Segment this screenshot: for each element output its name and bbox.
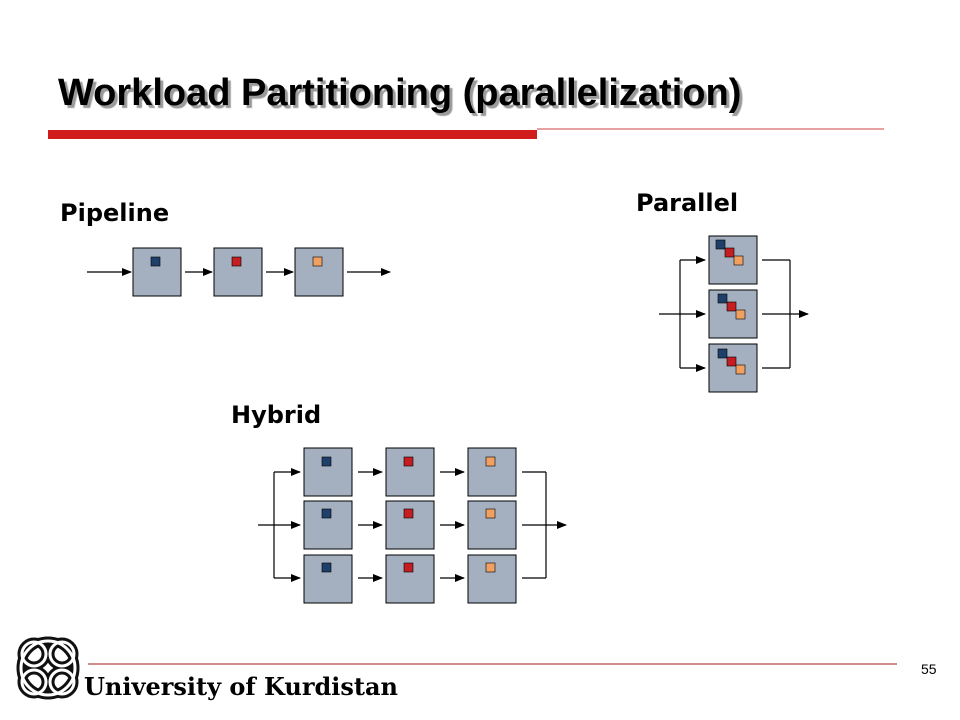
parallel-label: Parallel [636,189,739,217]
parallel-worker-3 [708,343,758,393]
task-red [231,256,242,267]
hybrid-stage-r1-c2 [385,447,435,497]
task-blue [715,239,726,250]
parallel-diagram [659,235,809,393]
task-orange [733,255,744,266]
task-blue [717,293,728,304]
hybrid-stage-r2-c1 [303,500,353,550]
task-red [403,456,414,467]
pipeline-label: Pipeline [60,199,170,227]
parallel-worker-2 [708,289,758,339]
task-orange [485,456,496,467]
task-orange [312,256,323,267]
pipeline-stage-1 [132,247,182,297]
hybrid-stage-r3-c2 [385,554,435,604]
slide-title: Workload Partitioning (parallelization) [58,72,742,114]
task-orange [735,309,746,320]
hybrid-stage-r1-c3 [467,447,517,497]
task-red [726,356,737,367]
hybrid-stage-r3-c3 [467,554,517,604]
hybrid-label: Hybrid [231,401,322,429]
hybrid-diagram [258,447,567,604]
task-orange [485,508,496,519]
pipeline-diagram [87,247,391,297]
task-red [403,562,414,573]
task-red [724,247,735,258]
hybrid-stage-r3-c1 [303,554,353,604]
task-red [726,301,737,312]
task-blue [321,562,332,573]
hybrid-stage-r2-c3 [467,500,517,550]
pipeline-stage-2 [213,247,263,297]
task-blue [717,348,728,359]
task-red [403,508,414,519]
page-number: 55 [921,661,937,677]
task-blue [150,256,161,267]
title-underline-red [48,130,537,139]
task-orange [485,562,496,573]
hybrid-stage-r1-c1 [303,447,353,497]
hybrid-stage-r2-c2 [385,500,435,550]
task-orange [735,364,746,375]
task-blue [321,508,332,519]
pipeline-stage-3 [294,247,344,297]
university-name: University of Kurdistan [84,672,398,701]
task-blue [321,456,332,467]
university-knot-logo-icon [16,636,80,700]
